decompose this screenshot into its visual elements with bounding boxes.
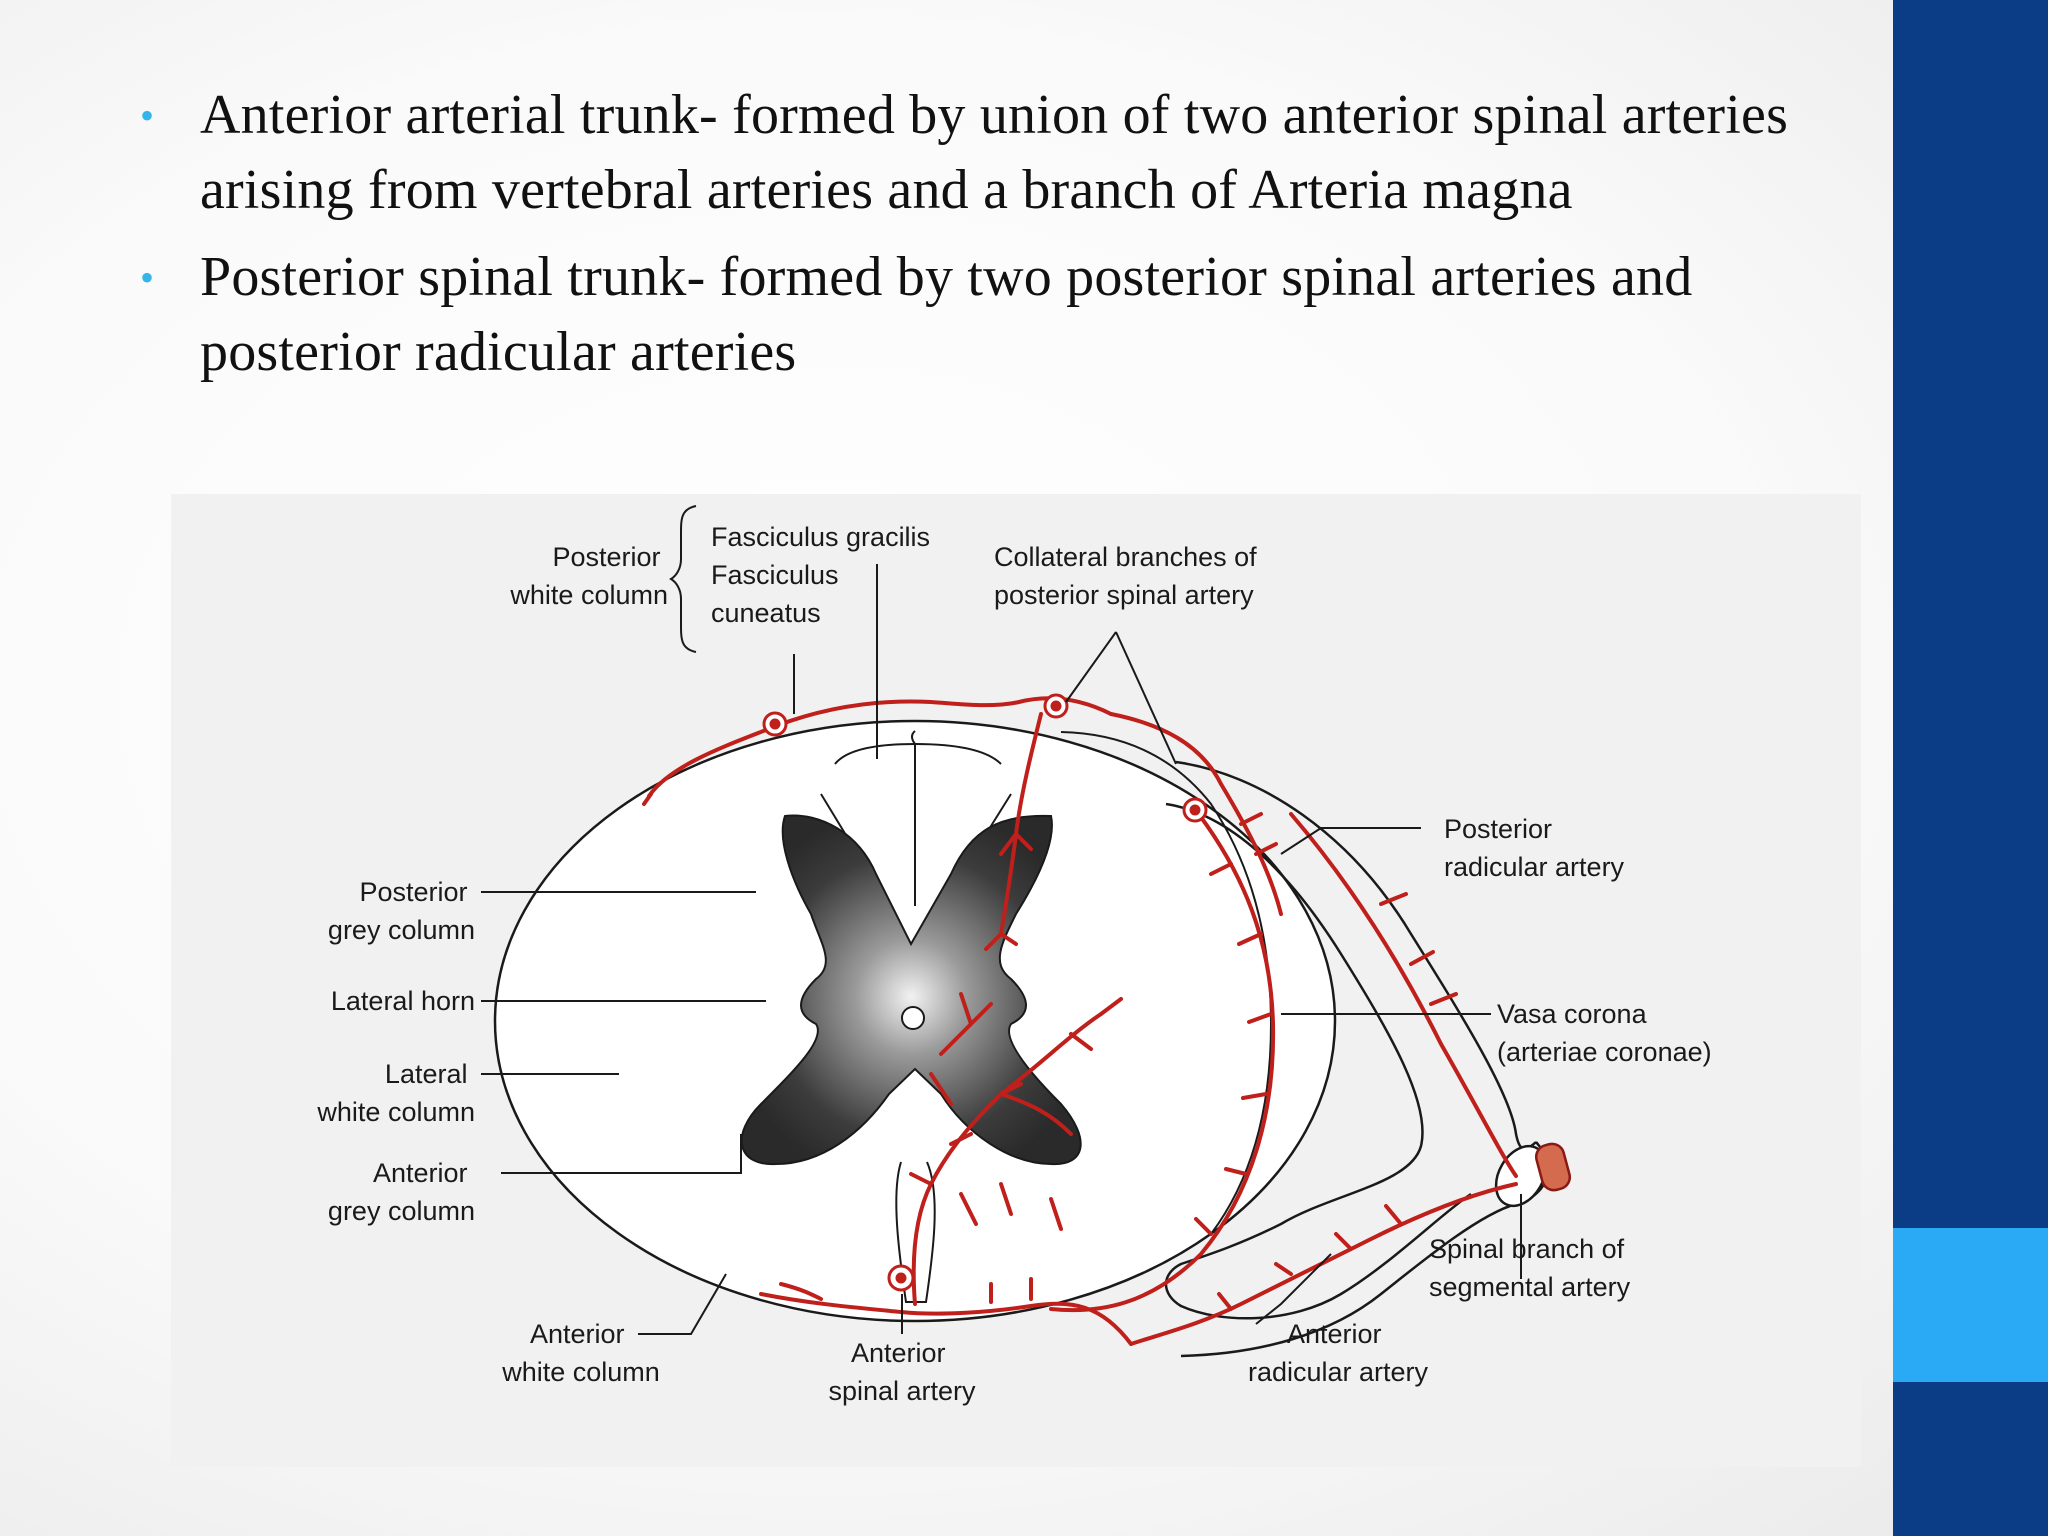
nerve-root-outline	[1164, 760, 1549, 1358]
label-lateral-white-column: Lateral white column	[316, 1059, 475, 1127]
spinal-cord-blood-supply-diagram: Posterior white column Fasciculus gracil…	[171, 494, 1861, 1467]
bullet-item: • Anterior arterial trunk- formed by uni…	[140, 78, 1860, 228]
label-fasciculus-gracilis: Fasciculus gracilis	[711, 522, 930, 552]
label-anterior-radicular-artery: Anterior radicular artery	[1248, 1319, 1429, 1387]
label-anterior-white-column: Anterior white column	[501, 1319, 660, 1387]
label-vasa-corona: Vasa corona (arteriae coronae)	[1497, 999, 1712, 1067]
bullet-dot-icon: •	[140, 255, 155, 300]
bullet-text: Anterior arterial trunk- formed by union…	[200, 84, 1789, 221]
label-collateral-branches: Collateral branches of posterior spinal …	[994, 542, 1264, 610]
bullet-item: • Posterior spinal trunk- formed by two …	[140, 240, 1860, 390]
grey-matter	[740, 814, 1082, 1166]
leader-lines	[481, 505, 1522, 1335]
bullet-text: Posterior spinal trunk- formed by two po…	[200, 246, 1693, 383]
diagram-labels: Posterior white column Fasciculus gracil…	[316, 522, 1711, 1406]
label-anterior-spinal-artery: Anterior spinal artery	[828, 1338, 976, 1406]
label-posterior-radicular-artery: Posterior radicular artery	[1444, 814, 1625, 882]
label-anterior-grey-column: Anterior grey column	[328, 1158, 475, 1226]
bullet-dot-icon: •	[140, 93, 155, 138]
label-fasciculus-cuneatus: Fasciculus cuneatus	[711, 560, 846, 628]
segmental-artery-stump	[1534, 1142, 1572, 1192]
bullet-list: • Anterior arterial trunk- formed by uni…	[140, 78, 1860, 402]
artery-cross-sections	[762, 693, 1208, 1292]
arteries	[642, 696, 1518, 1346]
central-canal	[901, 1006, 925, 1030]
sidebar-accent-block	[1893, 1228, 2048, 1382]
label-posterior-grey-column: Posterior grey column	[328, 877, 475, 945]
label-lateral-horn: Lateral horn	[331, 986, 475, 1016]
label-posterior-white-column: Posterior white column	[509, 542, 668, 610]
label-spinal-branch: Spinal branch of segmental artery	[1429, 1234, 1632, 1302]
